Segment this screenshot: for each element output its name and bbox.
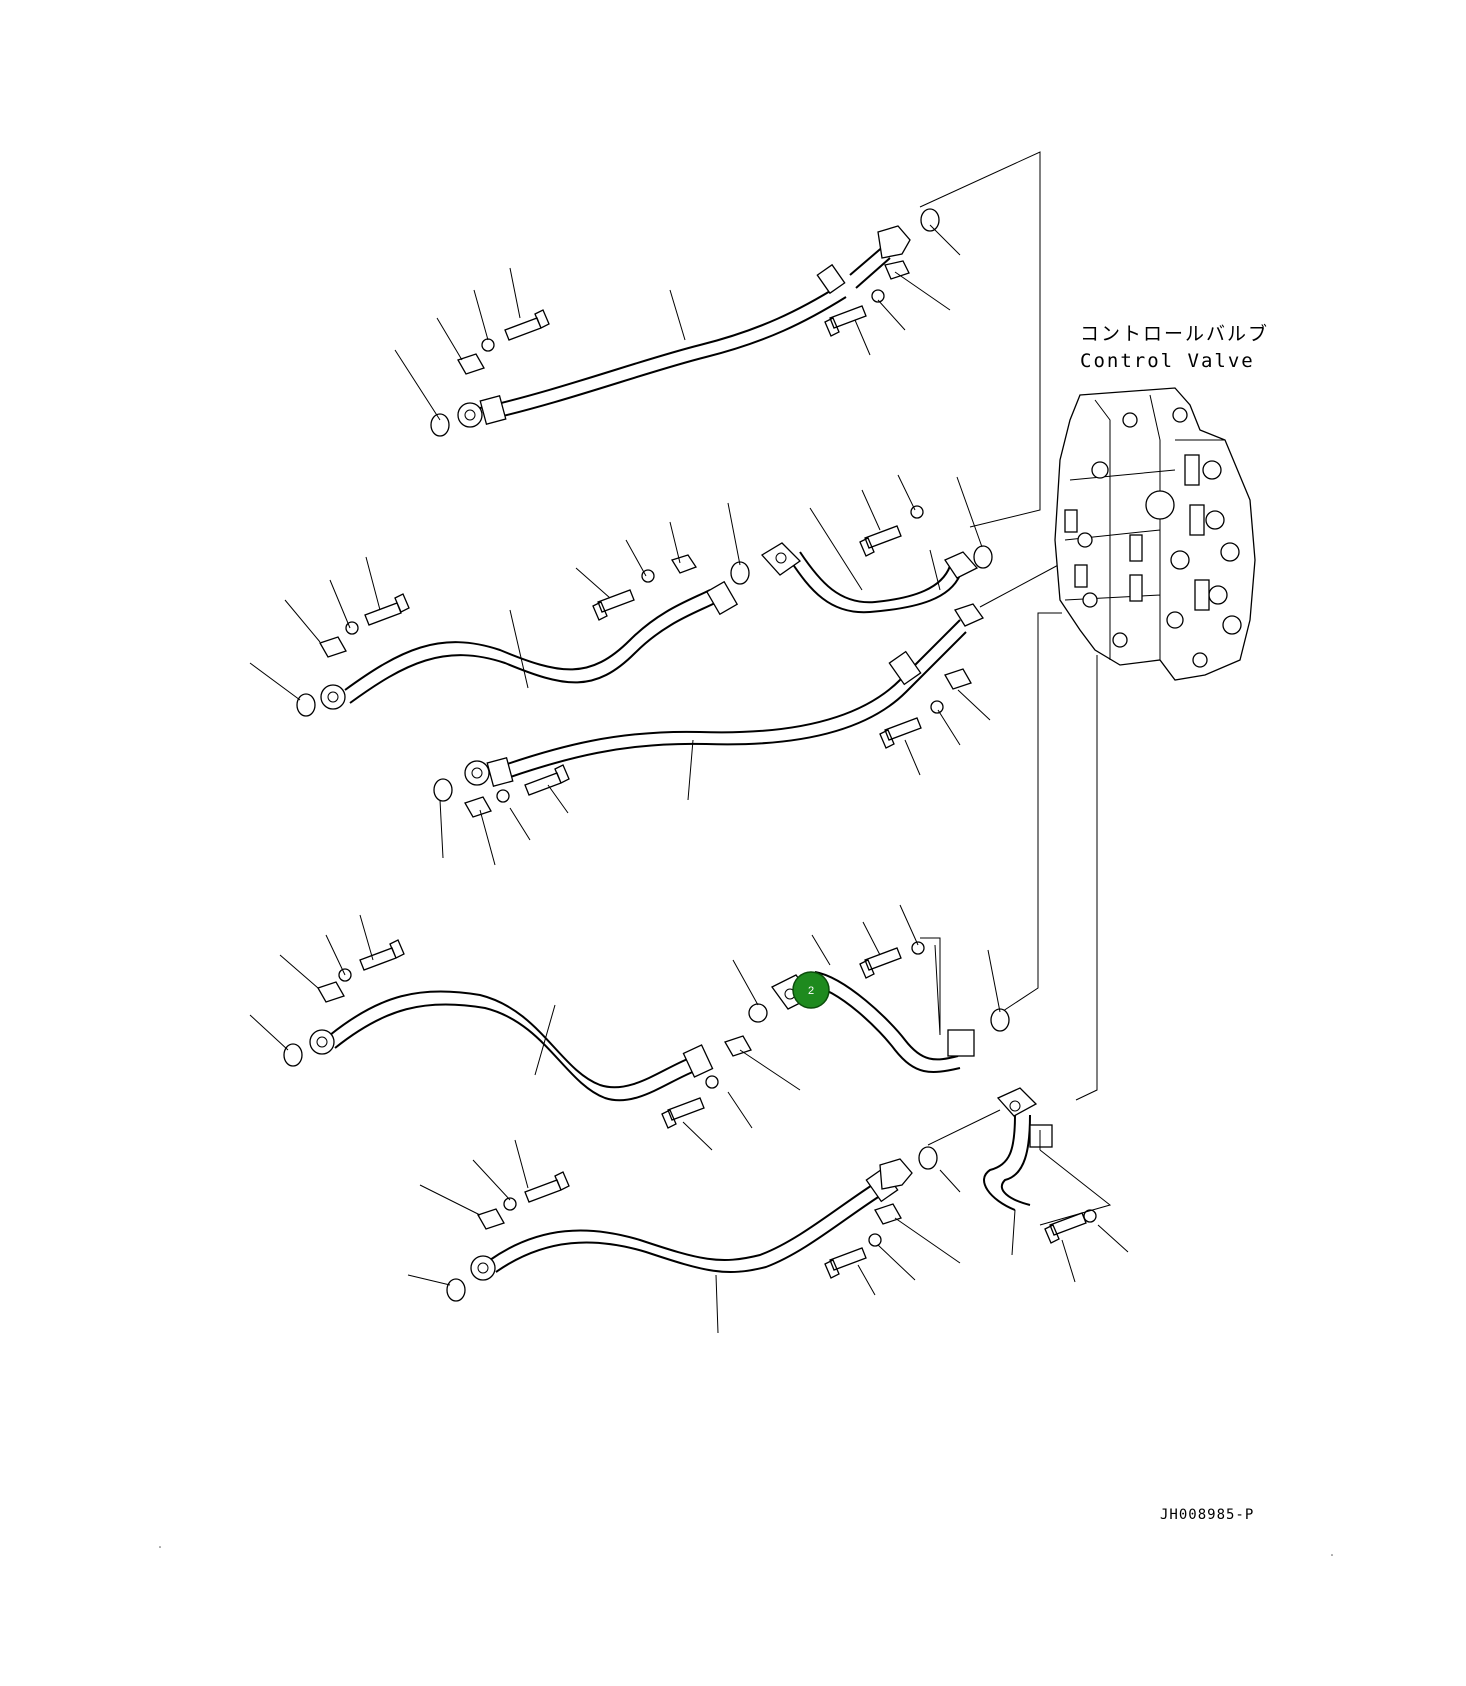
control-valve-label-jp: コントロールバルブ [1080,322,1269,345]
valve-leader-lines [919,151,1098,1101]
corner-speck [159,1546,161,1548]
hose-assembly-3 [760,474,993,614]
control-valve-label-en: Control Valve [1080,350,1255,372]
drawing-code: JH008985-P [1160,1507,1254,1523]
hose-assembly-5 [249,914,801,1151]
hose-assembly-7 [407,1139,961,1334]
control-valve [1054,387,1256,681]
callout-number: 2 [808,985,814,997]
hose-assembly-4 [433,603,991,866]
hose-assembly-8 [918,1087,1129,1283]
corner-speck [1331,1554,1333,1556]
hose-assembly-2 [249,502,750,717]
callout-marker-2[interactable]: 2 [792,971,830,1009]
hose-assembly-6 [732,904,1010,1073]
hose-assembly-1 [394,208,961,437]
